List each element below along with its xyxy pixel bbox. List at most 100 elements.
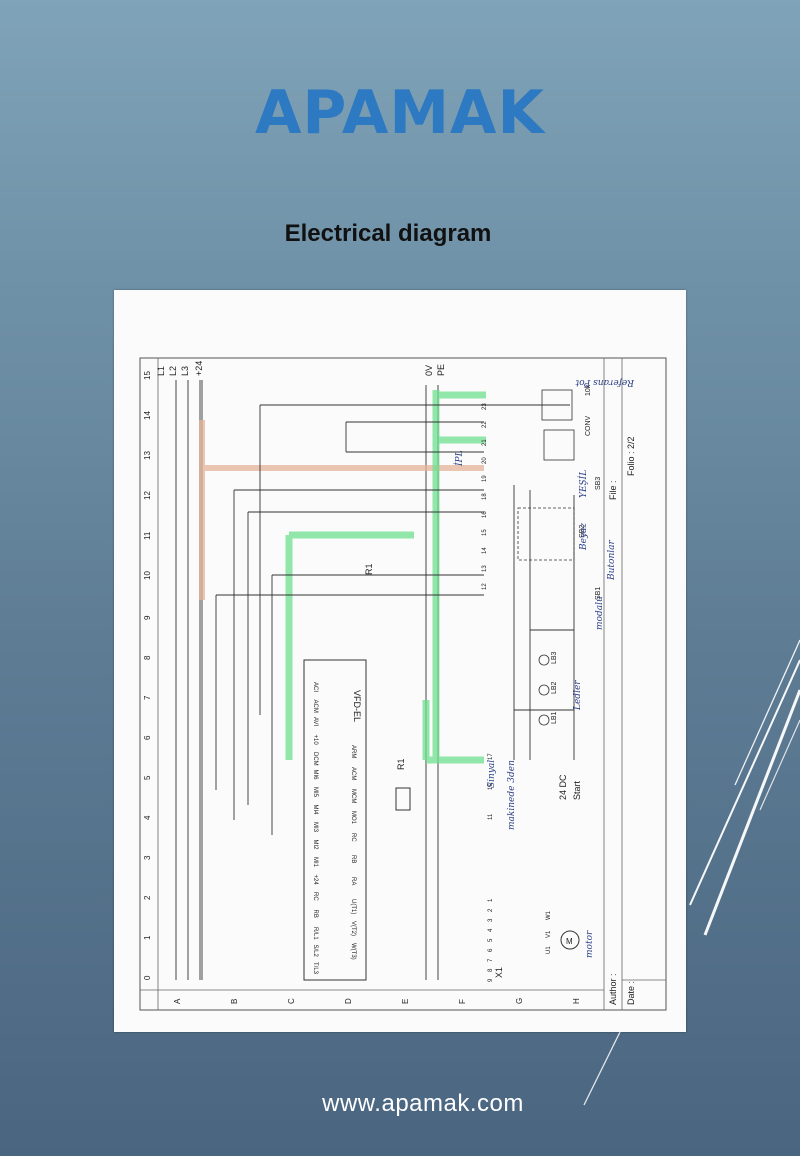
vfd-terminal: ACM: [350, 767, 356, 780]
row-letter: C: [287, 998, 296, 1004]
column-number: 0: [143, 975, 152, 980]
author-label: Author :: [608, 973, 618, 1005]
terminal-number: 3: [488, 918, 494, 922]
button-panel: [517, 507, 575, 561]
x1-label: X1: [494, 967, 504, 978]
rail-label-plus24: +24: [194, 361, 204, 376]
note-ledler: Ledler: [573, 680, 583, 711]
supply-note: 24 DC: [558, 774, 568, 800]
svg-text:V1: V1: [546, 930, 552, 938]
pot-box: [541, 389, 573, 421]
row-letter: F: [458, 999, 467, 1004]
vfd-terminal: T/L3: [312, 962, 318, 975]
row-letter: H: [572, 998, 581, 1004]
vfd-terminal: +10: [312, 735, 318, 746]
file-label: File :: [608, 480, 618, 500]
relay-label: R1: [396, 758, 406, 770]
vfd-terminal: U(T1): [350, 899, 356, 914]
terminal-number: 11: [488, 813, 494, 820]
switch-label-2: SB2: [579, 525, 586, 538]
note-ref-pot: Referans Pot: [575, 377, 635, 387]
column-number: 4: [143, 815, 152, 820]
rail-label-l3: L3: [180, 366, 190, 376]
switch-label-1: SB1: [595, 587, 602, 600]
vfd-terminal: MI6: [312, 770, 318, 781]
title-block: File : Folio : 2/2 Author : Date :: [608, 436, 636, 1005]
terminal-number: 18: [482, 493, 488, 500]
vfd-terminal: ARM: [350, 745, 356, 758]
svg-text:U1: U1: [546, 946, 552, 954]
conv-box: [543, 429, 575, 461]
handwritten-notes: Referans Pot İPL YEŞİL Beyaz Butonlar mo…: [453, 377, 635, 958]
terminal-number: 22: [482, 421, 488, 428]
terminal-number: 4: [488, 928, 494, 932]
vfd-terminal: MCM: [350, 789, 356, 803]
column-number: 10: [143, 571, 152, 580]
terminal-number: 21: [482, 439, 488, 446]
column-number: 14: [143, 411, 152, 420]
vfd-terminal: S/L2: [312, 945, 318, 958]
vfd-terminal: R/L1: [312, 927, 318, 940]
column-number: 11: [143, 531, 152, 540]
svg-text:M: M: [566, 937, 573, 946]
column-number: 15: [143, 371, 152, 380]
column-number: 9: [143, 615, 152, 620]
lamp-label-3: LB3: [551, 651, 558, 664]
svg-text:W1: W1: [546, 910, 552, 920]
rail-label-l2: L2: [168, 366, 178, 376]
column-number: 7: [143, 695, 152, 700]
highlight-red-wires: [199, 420, 484, 600]
date-label: Date :: [626, 981, 636, 1005]
website-url: www.apamak.com: [322, 1090, 524, 1117]
vfd-terminal: AVI: [312, 717, 318, 727]
terminal-number: 17: [488, 753, 494, 760]
vfd-terminal: RC: [350, 833, 356, 842]
note-beyaz: Beyaz: [579, 523, 589, 551]
row-letter: A: [173, 998, 182, 1004]
note-yesil: YEŞİL: [577, 470, 589, 498]
vfd-terminal: ACM: [312, 700, 318, 713]
column-number: 3: [143, 855, 152, 860]
vfd-terminal: DCM: [312, 752, 318, 766]
vfd-label: VFD-EL: [352, 690, 362, 722]
lamp-label-1: LB1: [551, 711, 558, 724]
terminal-number: 15: [482, 529, 488, 536]
switch-labels: SB3 SB2 SB1: [579, 477, 602, 600]
pot-value: 10k: [585, 384, 592, 396]
terminal-number: 8: [488, 968, 494, 972]
row-letter: D: [344, 998, 353, 1004]
row-letter: G: [515, 998, 524, 1004]
rail-label-l1: L1: [156, 366, 166, 376]
column-number: 2: [143, 895, 152, 900]
vfd-terminal: W(T3): [350, 943, 356, 960]
terminal-number: 20: [482, 457, 488, 464]
vfd-terminal: MI5: [312, 787, 318, 798]
vfd-terminal: V(T2): [350, 921, 356, 936]
schematic-frame: [139, 357, 667, 1011]
terminal-number: 16: [482, 511, 488, 518]
folio-label: Folio : 2/2: [626, 436, 636, 476]
vfd-terminal: MO1: [350, 811, 356, 825]
terminal-number: 9: [488, 978, 494, 982]
vfd-terminal: RA: [350, 877, 356, 885]
row-letter: B: [230, 999, 239, 1004]
lamps: LB3 LB2 LB1: [538, 651, 558, 726]
terminal-number: 7: [488, 958, 494, 962]
vfd-terminal: RB: [312, 910, 318, 918]
relay-coil: [395, 787, 411, 811]
terminal-number: 13: [482, 565, 488, 572]
brand-logo: APAMAK: [255, 78, 545, 148]
vfd-terminal: MI3: [312, 822, 318, 833]
terminal-number: 19: [482, 475, 488, 482]
start-label: Start: [572, 780, 582, 800]
switch-label-3: SB3: [595, 477, 602, 490]
note-ipl: İPL: [453, 450, 465, 467]
vfd-terminal: RB: [350, 855, 356, 863]
column-number: 8: [143, 655, 152, 660]
rail-label-pe: PE: [436, 364, 446, 376]
page-title: Electrical diagram: [284, 220, 492, 247]
